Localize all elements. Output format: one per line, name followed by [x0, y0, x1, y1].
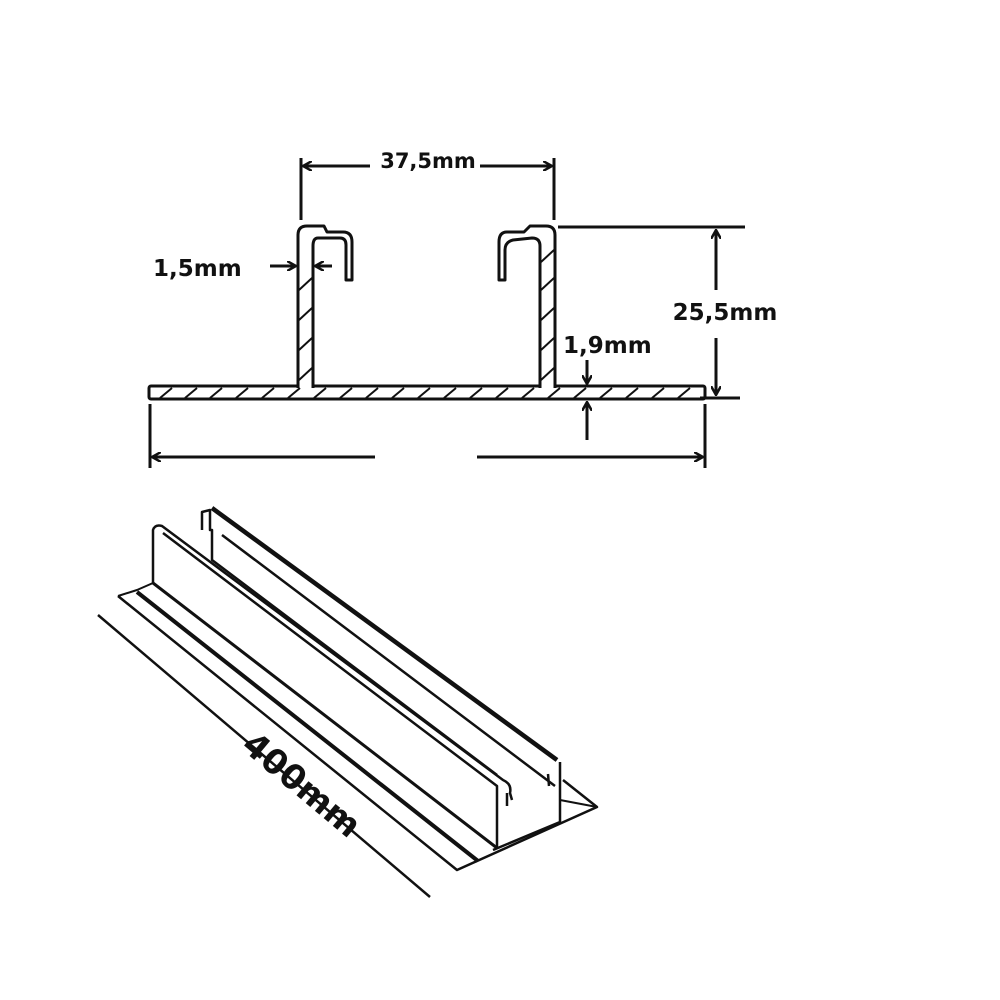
wall-spacing-label: 37,5mm	[380, 149, 476, 173]
height-label: 25,5mm	[673, 300, 778, 326]
base-edge-thick	[135, 590, 480, 863]
hatching	[159, 249, 691, 399]
left-wall-bottom	[152, 581, 498, 850]
length-label: 400mm	[234, 724, 368, 846]
left-wall	[296, 224, 354, 388]
isometric-profile	[97, 506, 599, 898]
base-thickness-label: 1,9mm	[563, 333, 652, 359]
rear-wall	[200, 508, 562, 852]
length-dimension-line	[97, 614, 431, 898]
cross-section-profile	[147, 224, 707, 401]
base-plate	[147, 384, 707, 401]
rear-wall-top-thick	[210, 506, 559, 762]
wall-thickness-label: 1,5mm	[153, 256, 242, 282]
left-wall	[151, 524, 514, 848]
right-wall	[497, 224, 557, 388]
dimension-lines	[148, 158, 745, 468]
base-outline	[117, 595, 599, 872]
